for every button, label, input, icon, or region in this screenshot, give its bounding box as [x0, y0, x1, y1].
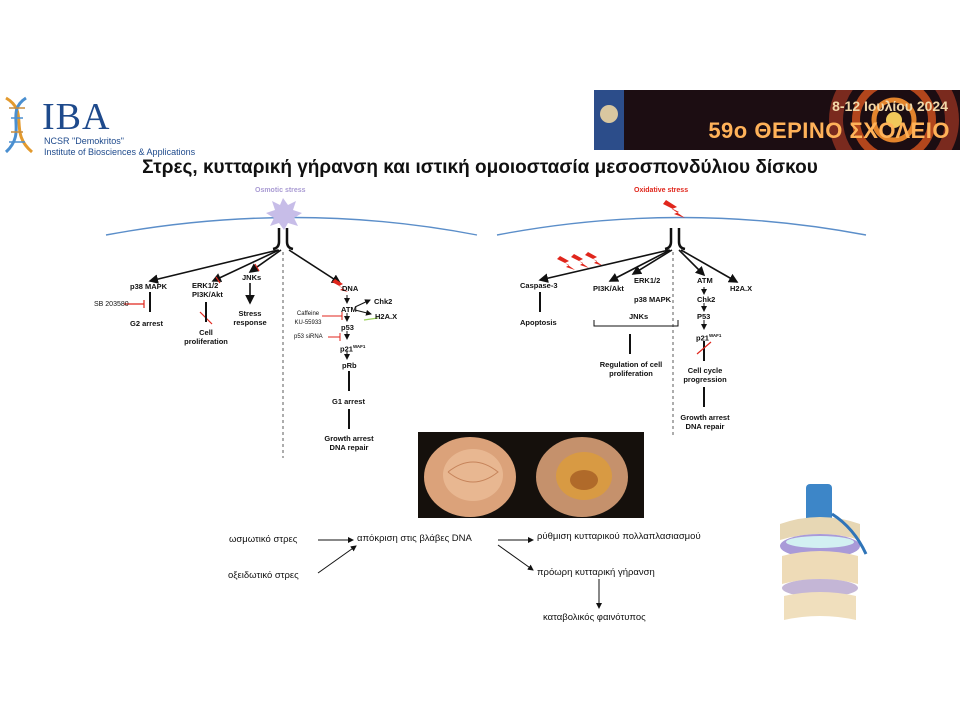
banner-title: 59ο ΘΕΡΙΝΟ ΣΧΟΛΕΙΟ — [708, 118, 950, 143]
flow-oxidative: οξειδωτικό στρες — [228, 570, 299, 581]
banner-background-art — [594, 90, 959, 150]
osm-cell-prolif-label: Cell proliferation — [184, 328, 228, 346]
osm-p21-label: p21WAF1 — [340, 344, 366, 354]
ox-p53-label: P53 — [697, 312, 711, 321]
osm-erk-label: ERK1/2 — [192, 281, 219, 290]
ox-regulation-label: Regulation of cell proliferation — [599, 360, 663, 378]
dna-damage-lightning-icon — [332, 279, 348, 292]
receptor-left-icon — [272, 228, 294, 251]
logo-subtitle-2: Institute of Biosciences & Applications — [44, 147, 196, 157]
spine-illustration — [780, 484, 868, 620]
ros-lightning-icons — [557, 252, 603, 270]
osm-growth-arrest-label: Growth arrest DNA repair — [324, 434, 374, 452]
osm-atm-label: ATM — [341, 305, 357, 314]
ox-chk2-label: Chk2 — [697, 295, 716, 304]
osm-caffeine-label: Caffeine KU-55933 — [294, 311, 322, 326]
logo-name: IBA — [42, 96, 111, 138]
osm-sb-label: SB 203580 — [94, 301, 129, 308]
ox-pi3k-label: PI3K/Akt — [593, 284, 624, 293]
flow-osmotic: ωσμωτικό στρες — [229, 534, 298, 545]
flow-regulation: ρύθμιση κυτταρικού πολλαπλασιασμού — [537, 531, 701, 542]
ox-apoptosis-label: Apoptosis — [520, 318, 557, 327]
osm-p21-sup: WAF1 — [352, 344, 366, 349]
osm-p53-label: p53 — [341, 323, 354, 332]
flow-dna-response: απόκριση στις βλάβες DNA — [357, 533, 472, 544]
ox-caspase-label: Caspase-3 — [520, 281, 558, 290]
osm-p53sirna-label: p53 siRNA — [294, 334, 323, 340]
flow-senescence: πρόωρη κυτταρική γήρανση — [537, 567, 655, 578]
membrane-right — [496, 216, 867, 236]
banner-dates: 8-12 Ιουλίου 2024 — [832, 98, 948, 114]
ox-p38-label: p38 MAPK — [634, 295, 672, 304]
iba-logo — [4, 96, 33, 154]
osmotic-burst-icon — [266, 198, 302, 230]
osm-g1-label: G1 arrest — [332, 397, 365, 406]
osm-p38-label: p38 MAPK — [130, 282, 168, 291]
oxidative-lightning-icon — [663, 200, 685, 218]
osm-stress-response-label: Stress response — [233, 309, 267, 327]
ox-erk-label: ERK1/2 — [634, 276, 661, 285]
osm-g2-label: G2 arrest — [130, 319, 163, 328]
osm-pi3k-label: PI3K/Akt — [192, 290, 223, 299]
osmotic-stress-header: Osmotic stress — [255, 187, 306, 194]
ox-jnks-label: JNKs — [629, 312, 649, 321]
osm-chk2-label: Chk2 — [374, 297, 393, 306]
disc-photo — [418, 432, 644, 518]
osm-prb-label: pRb — [342, 361, 357, 370]
slide-title: Στρες, κυτταρική γήρανση και ιστική ομοι… — [142, 157, 818, 178]
flow-catabolic: καταβολικός φαινότυπος — [543, 612, 646, 623]
logo-subtitle-1: NCSR "Demokritos" — [44, 136, 124, 146]
ox-h2ax-label: H2A.X — [730, 284, 753, 293]
ox-cycle-label: Cell cycle progression — [683, 366, 727, 384]
osm-dna-label: DNA — [342, 284, 359, 293]
receptor-right-icon — [664, 228, 686, 251]
ox-p21-label: p21WAF1 — [696, 333, 722, 343]
ox-atm-label: ATM — [697, 276, 713, 285]
disc-photo-art — [424, 437, 628, 517]
summer-school-banner: 8-12 Ιουλίου 2024 59ο ΘΕΡΙΝΟ ΣΧΟΛΕΙΟ — [594, 90, 960, 150]
oxidative-stress-header: Oxidative stress — [634, 187, 689, 194]
ox-p21-sup: WAF1 — [708, 333, 722, 338]
osm-h2ax-label: H2A.X — [375, 312, 398, 321]
ox-growth-arrest-label: Growth arrest DNA repair — [680, 413, 730, 431]
osm-jnks-label: JNKs — [242, 273, 262, 282]
